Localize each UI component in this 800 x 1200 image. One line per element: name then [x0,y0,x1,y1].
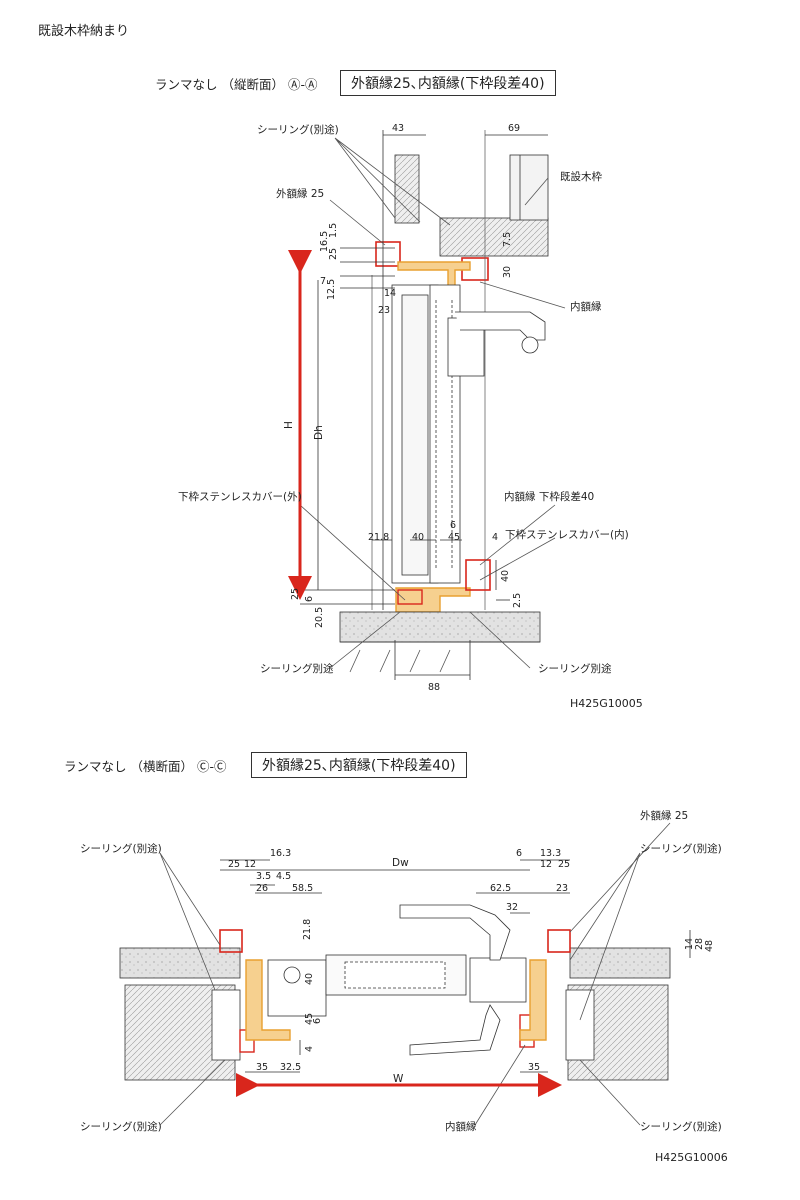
dim-6b: 6 [304,596,315,602]
h-dim-21-8: 21.8 [302,919,313,940]
h-label-inner-frame: 内額縁 [445,1120,477,1133]
label-inner-frame-step: 内額縁 下枠段差40 [504,490,594,503]
horizontal-section-heading: ランマなし （横断面） Ⓒ-Ⓒ [64,759,227,774]
handle-top [399,904,511,961]
h-dim-28: 28 [694,938,705,950]
dim-43: 43 [392,123,404,134]
page-title: 既設木枠納まり [38,24,130,39]
dim-2-5: 2.5 [512,593,523,608]
existing-wood-frame-top [394,154,420,224]
vertical-section-heading: ランマなし （縦断面） Ⓐ-Ⓐ [155,77,318,92]
outer-glass [401,294,429,576]
h-dim-45: 45 [304,1013,315,1025]
outer-frame-sill [397,589,423,605]
jamb-left [245,959,291,1041]
dim-1-5: 1.5 [328,223,339,238]
horizontal-section [119,822,691,1126]
label-sealing-bottom-left: シーリング別途 [260,662,334,675]
dim-20-5: 20.5 [314,607,325,628]
vertical-spec-box: 外額縁25､内額縁(下枠段差40) [340,70,556,96]
h-label-outer-frame: 外額縁 25 [640,809,688,822]
h-dim-4-5: 4.5 [276,871,291,882]
h-dim-4: 4 [304,1046,315,1052]
label-outer-frame: 外額縁 25 [276,187,324,200]
dim-30: 30 [502,266,513,278]
wall-block-right [509,154,549,221]
dim-88: 88 [428,682,440,693]
outer-frame-right [547,929,571,953]
h-dim-6r: 6 [516,848,522,859]
dim-16-5: 16.5 [319,231,330,252]
h-label-sealing-br: シーリング(別途) [640,1120,722,1133]
label-sill-cover-out: 下枠ステンレスカバー(外) [178,490,302,503]
outer-frame-top [375,241,401,267]
dim-12-5: 12.5 [326,279,337,300]
dim-6: 6 [450,520,456,531]
label-Dh: Dh [313,425,325,440]
h-dim-58-5: 58.5 [292,883,313,894]
dim-69: 69 [508,123,520,134]
h-dim-12: 12 [244,859,256,870]
crescent-knob [521,336,539,354]
h-label-sealing-tr: シーリング(別途) [640,842,722,855]
inner-frame-sill [465,559,491,591]
dim-7-5: 7.5 [502,232,513,247]
label-sealing-top: シーリング(別途) [257,123,339,136]
dim-40a: 40 [412,532,424,543]
label-sealing-bottom-right: シーリング別途 [538,662,612,675]
h-dim-23: 23 [556,883,568,894]
h-label-sealing-tl: シーリング(別途) [80,842,162,855]
dim-23: 23 [378,305,390,316]
h-label-Dw: Dw [392,857,409,869]
h-label-W: W [393,1073,404,1085]
horizontal-drawing-code: H425G10006 [655,1151,728,1164]
dim-21-8: 21.8 [368,532,389,543]
horizontal-spec-box: 外額縁25､内額縁(下枠段差40) [251,752,467,778]
dim-25a: 25 [328,248,339,260]
wall-right-concrete [569,947,671,979]
floor-concrete [339,611,541,643]
h-dim-25r: 25 [558,859,570,870]
existing-wood-frame-head [439,217,549,257]
h-label-sealing-bl: シーリング(別途) [80,1120,162,1133]
outer-frame-left [219,929,243,953]
dim-40b: 40 [500,570,511,582]
dim-4: 4 [492,532,498,543]
h-dim-26: 26 [256,883,268,894]
h-dim-35a: 35 [256,1062,268,1073]
vertical-drawing-code: H425G10005 [570,697,643,710]
handle-bottom [409,1004,501,1056]
h-dim-35b: 35 [528,1062,540,1073]
label-inner-frame: 内額縁 [570,300,602,313]
h-dim-40: 40 [304,973,315,985]
dim-14: 14 [384,288,396,299]
dim-25b: 25 [290,588,301,600]
label-H: H [283,421,295,429]
roller-left [283,966,301,984]
h-dim-16-3: 16.3 [270,848,291,859]
h-dim-48: 48 [704,940,715,952]
h-dim-3-5: 3.5 [256,871,271,882]
dim-45: 45 [448,532,460,543]
label-sill-cover-in: 下枠ステンレスカバー(内) [505,528,629,541]
sash-frame-right [469,957,527,1003]
label-existing-wood: 既設木枠 [560,170,602,183]
h-dim-12r: 12 [540,859,552,870]
sill-frame [395,587,471,613]
dim-7: 7 [320,276,326,287]
h-dim-32-5: 32.5 [280,1062,301,1073]
vertical-section [299,130,566,680]
h-dim-25: 25 [228,859,240,870]
wall-left-concrete [119,947,241,979]
h-dim-13-3: 13.3 [540,848,561,859]
crescent-lever [455,311,546,341]
h-dim-62-5: 62.5 [490,883,511,894]
h-dim-6: 6 [312,1018,323,1024]
h-dim-32: 32 [506,902,518,913]
h-dim-14: 14 [684,938,695,950]
jamb-right [519,959,547,1041]
